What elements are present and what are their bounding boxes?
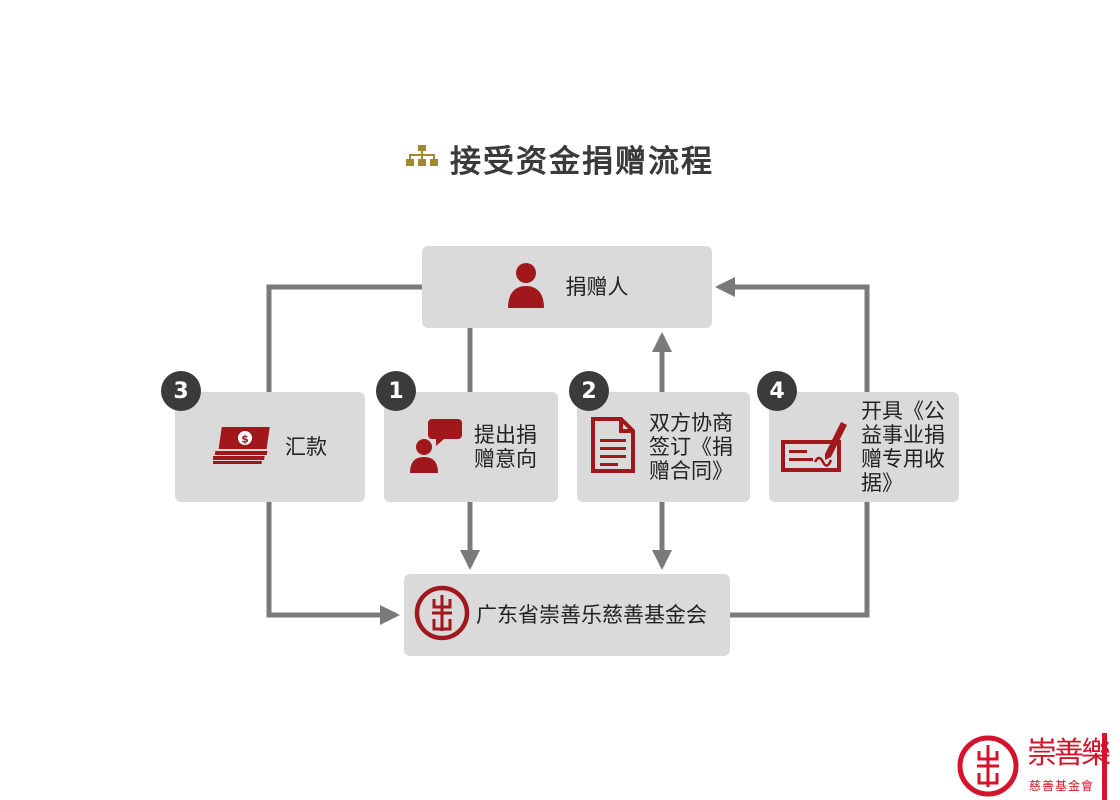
step-box-remittance: $ 汇款: [175, 392, 365, 502]
step4-line1: 开具《公: [861, 399, 945, 423]
step2-line3: 赠合同》: [649, 459, 733, 483]
check-sign-icon: [781, 416, 847, 478]
step1-line1: 提出捐: [474, 423, 537, 447]
connector-step3-to-foundation: [266, 502, 400, 625]
step3-text: 汇款: [285, 435, 327, 459]
foundation-label: 广东省崇善乐慈善基金会: [476, 603, 707, 627]
brand-seal-icon: [957, 735, 1019, 797]
org-chart-icon: [406, 145, 438, 171]
step-box-contract: 双方协商 签订《捐 赠合同》: [577, 392, 750, 502]
step-badge-4: 4: [757, 371, 797, 411]
person-icon: [506, 262, 546, 312]
step1-line2: 赠意向: [474, 447, 537, 471]
foundation-box: 广东省崇善乐慈善基金会: [404, 574, 730, 656]
step4-text: 开具《公 益事业捐 赠专用收 据》: [861, 399, 945, 495]
step4-line2: 益事业捐: [861, 423, 945, 447]
connector-foundation-to-step4: [730, 502, 870, 618]
title-text: 接受资金捐赠流程: [450, 143, 714, 180]
step2-text: 双方协商 签订《捐 赠合同》: [649, 411, 733, 483]
speech-person-icon: [410, 417, 462, 477]
brand-name: 崇善樂: [1027, 736, 1111, 771]
brand-subtitle: 慈善基金會: [1029, 779, 1095, 793]
money-icon: $: [209, 425, 273, 469]
step-box-receipt: 开具《公 益事业捐 赠专用收 据》: [769, 392, 959, 502]
document-icon: [591, 417, 635, 477]
step-badge-1: 1: [376, 371, 416, 411]
step1-text: 提出捐 赠意向: [474, 423, 537, 471]
step4-line4: 据》: [861, 471, 903, 495]
donor-box: 捐赠人: [422, 246, 712, 328]
step2-line1: 双方协商: [649, 411, 733, 435]
brand-logo: 崇善樂 慈善基金會: [955, 733, 1120, 800]
donor-label: 捐赠人: [565, 275, 629, 299]
step-badge-3: 3: [161, 371, 201, 411]
connector-step4-to-donor: [715, 277, 870, 392]
step3-line1: 汇款: [285, 435, 327, 459]
step-badge-2: 2: [569, 371, 609, 411]
step-box-intention: 提出捐 赠意向: [384, 392, 558, 502]
step4-line3: 赠专用收: [861, 447, 945, 471]
page-title: 接受资金捐赠流程: [0, 138, 1120, 180]
foundation-logo-icon: [414, 585, 470, 645]
step2-line2: 签订《捐: [649, 435, 733, 459]
svg-text:$: $: [241, 433, 249, 446]
connector-donor-to-step3: [266, 284, 422, 392]
